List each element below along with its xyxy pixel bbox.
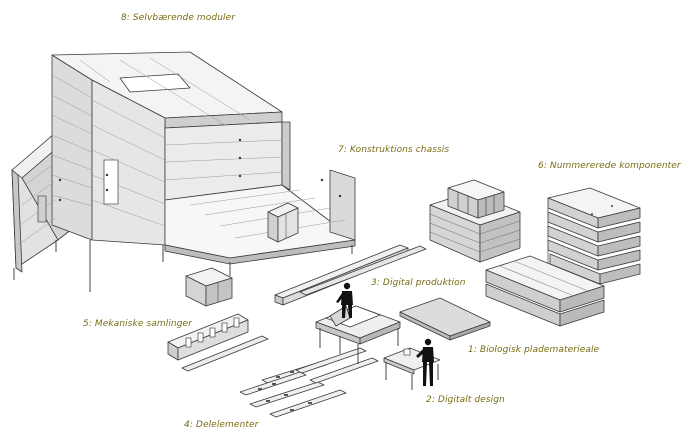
label-digital-production: 3: Digital produktion	[371, 278, 466, 288]
mechanical-joints	[167, 313, 269, 372]
label-mechanical-joints: 5: Mekaniske samlinger	[83, 319, 192, 329]
label-numbered-components: 6: Nummererede komponenter	[538, 161, 681, 171]
digital-design-desk	[383, 338, 441, 390]
loose-wall-block	[185, 267, 233, 307]
plank-stack	[485, 255, 605, 327]
label-part-elements: 4: Delelementer	[184, 420, 259, 430]
part-elements	[239, 347, 379, 418]
construction-chassis-beams	[274, 244, 427, 306]
box-components-stack	[429, 179, 521, 263]
module-inner-block-front	[267, 211, 279, 243]
module-right-wall	[281, 121, 291, 191]
module-inner-block-side	[277, 207, 299, 243]
self-supporting-module	[11, 51, 356, 292]
person-at-cnc-figure	[336, 282, 353, 318]
label-biological-sheet-material: 1: Biologisk pladematerieale	[468, 345, 600, 355]
module-short-wall	[329, 169, 356, 241]
label-construction-chassis: 7: Konstruktions chassis	[338, 145, 450, 155]
module-back-wall	[51, 54, 93, 241]
module-roof-skylight	[119, 73, 191, 93]
label-digital-design: 2: Digitalt design	[426, 395, 505, 405]
biological-sheet-material	[399, 297, 491, 341]
cnc-production-table	[315, 282, 401, 364]
numbered-components-stack	[547, 187, 641, 285]
module-platform-front	[164, 239, 356, 265]
person-at-desk-figure	[416, 338, 434, 386]
label-self-supporting-modules: 8: Selvbærende moduler	[121, 13, 236, 23]
